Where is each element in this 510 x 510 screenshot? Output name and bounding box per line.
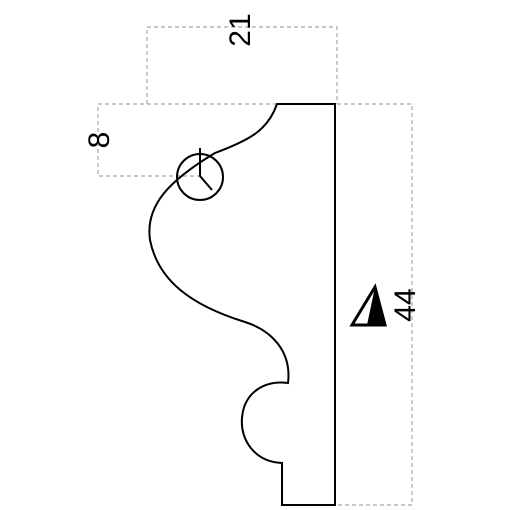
profile-outline xyxy=(148,103,336,506)
triangle-orientation-icon xyxy=(349,283,387,327)
right-dimension-box xyxy=(337,103,413,506)
top-dimension-box xyxy=(146,26,338,104)
dimension-height-left: 8 xyxy=(83,132,116,149)
left-dimension-box xyxy=(97,103,277,177)
dimension-width-top: 21 xyxy=(224,13,257,46)
dimension-height-right: 44 xyxy=(389,288,422,321)
radius-legs xyxy=(199,148,213,191)
dimension-lines xyxy=(97,26,413,506)
